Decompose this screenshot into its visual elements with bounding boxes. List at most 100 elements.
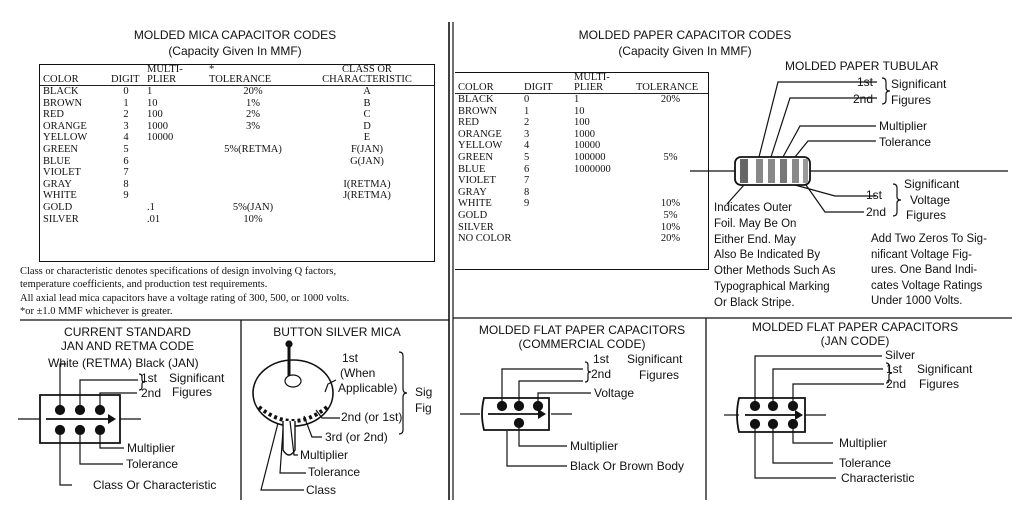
flat-commercial-voltage: Voltage [594, 386, 635, 400]
cell-cls: F(JAN) [350, 143, 384, 155]
tubular-voltage-first: 1st [866, 188, 883, 202]
flat-jan-title-2: (JAN CODE) [820, 334, 890, 348]
button-applicable: Applicable) [338, 381, 398, 395]
paper-title: MOLDED PAPER CAPACITOR CODES [578, 28, 792, 42]
current-title-2: JAN AND RETMA CODE [60, 339, 195, 353]
cell-tol [206, 167, 300, 179]
button-first: 1st [342, 351, 359, 365]
flat-commercial-first: 1st [593, 352, 610, 366]
cell-tol [633, 187, 708, 199]
cell-color: GOLD [43, 201, 73, 213]
cell-mult: 1000 [574, 128, 595, 140]
cell-mult: 1 [574, 94, 580, 105]
flat-commercial-drawing [460, 361, 592, 467]
cell-digit: 5 [524, 151, 530, 163]
mica-note-4: *or ±1.0 MMF whichever is greater. [20, 306, 173, 317]
cell-cls: G(JAN) [350, 155, 384, 167]
col-multiplier-header: MULTI-PLIER [144, 64, 206, 86]
current-multiplier: Multiplier [127, 441, 176, 455]
table-row: VIOLET 7 [40, 167, 434, 179]
tubular-significant: Significant [891, 77, 947, 91]
cell-tol: 5% [663, 151, 678, 163]
cell-digit: 0 [524, 94, 530, 105]
cell-digit: 4 [123, 132, 129, 144]
tolerance-header-text: TOLERANCE [209, 74, 272, 85]
foil-line: Also Be Indicated By [714, 249, 821, 262]
cell-tol: 10% [243, 213, 263, 225]
cell-color: VIOLET [458, 175, 496, 187]
flat-jan-figures: Figures [919, 377, 960, 391]
paper-col-multiplier-header: MULTI-PLIER [571, 72, 633, 94]
cell-color: GREEN [43, 143, 78, 155]
paper-col-color-header: COLOR [455, 73, 521, 94]
cell-mult [571, 210, 633, 222]
cell-tol [206, 132, 300, 144]
cell-color: WHITE [458, 198, 492, 210]
cell-mult [144, 167, 206, 179]
cell-digit: 2 [123, 109, 129, 121]
cell-digit: 5 [123, 143, 129, 155]
cell-mult: 10000 [147, 132, 174, 144]
current-class: Class Or Characteristic [93, 478, 217, 492]
cell-mult [571, 222, 633, 234]
flat-commercial-title-2: (COMMERCIAL CODE) [518, 337, 646, 351]
tubular-multiplier: Multiplier [879, 119, 928, 133]
paper-subtitle: (Capacity Given In MMF) [618, 44, 752, 58]
cell-color: NO COLOR [458, 233, 512, 245]
cell-color: RED [458, 117, 479, 129]
button-mica-drawing [252, 340, 408, 491]
cell-digit: 8 [524, 186, 530, 198]
cell-color: VIOLET [43, 167, 81, 179]
cell-mult [144, 190, 206, 202]
cell-tol [633, 106, 708, 118]
cell-mult [571, 187, 633, 199]
col-color-header: COLOR [40, 65, 108, 86]
button-fig: Fig [415, 401, 432, 415]
mica-title: MOLDED MICA CAPACITOR CODES [133, 28, 337, 42]
cell-digit: 7 [123, 167, 129, 179]
cell-cls: A [363, 86, 371, 97]
cell-mult [571, 198, 633, 210]
cell-tol [633, 117, 708, 129]
flat-jan-drawing [724, 355, 893, 479]
cell-cls: E [363, 132, 371, 144]
cell-mult [144, 179, 206, 191]
cell-color: BLACK [458, 94, 494, 105]
cell-tol: 1% [246, 97, 260, 109]
cell-color: GRAY [458, 186, 487, 198]
cell-tol: 10% [660, 198, 681, 210]
cell-mult: 1000000 [574, 163, 611, 175]
cell-tol [206, 190, 300, 202]
current-significant: Significant [169, 371, 225, 385]
current-white-black: White (RETMA) Black (JAN) [48, 356, 199, 370]
cell-color: ORANGE [43, 120, 87, 132]
foil-line: Or Black Stripe. [714, 296, 795, 309]
paper-multiplier-line1: MULTI- [574, 72, 610, 83]
button-second: 2nd (or 1st) [341, 410, 403, 424]
cell-digit: 6 [123, 155, 129, 167]
cell-tol [633, 164, 708, 176]
cell-color: YELLOW [458, 140, 503, 152]
cell-mult [571, 233, 633, 245]
cell-mult: .1 [147, 201, 155, 213]
cell-color: GOLD [458, 209, 488, 221]
foil-line: Foil. May Be On [714, 217, 797, 230]
cell-cls [300, 167, 434, 179]
flat-jan-characteristic: Characteristic [841, 471, 915, 485]
cell-tol [633, 140, 708, 152]
tubular-voltage-second: 2nd [866, 205, 887, 219]
flat-commercial-second: 2nd [591, 367, 612, 381]
